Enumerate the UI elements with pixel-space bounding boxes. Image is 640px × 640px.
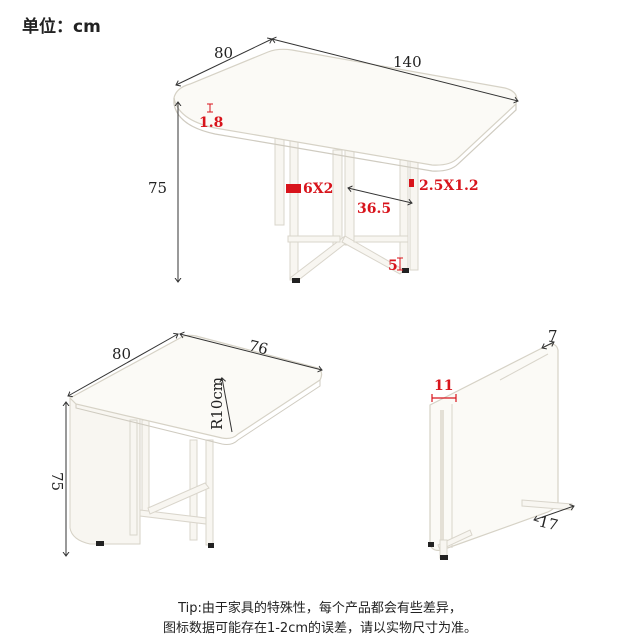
unit-label: 单位：cm — [22, 17, 101, 37]
red-markers — [207, 103, 414, 271]
top-width-label: 80 — [214, 44, 233, 62]
folded-base-label: 17 — [537, 512, 560, 534]
thickness-label: 1.8 — [199, 115, 223, 131]
top-height-label: 75 — [148, 179, 167, 197]
top-length-label: 140 — [393, 53, 422, 71]
half-table-illustration — [69, 334, 323, 548]
folded-red-marker — [431, 394, 457, 402]
half-depth-label: 76 — [247, 336, 270, 358]
folded-thickness-label: 11 — [434, 378, 453, 394]
full-table-illustration — [173, 48, 518, 283]
leg-section-a-label: 6X2 — [303, 181, 333, 197]
full-table-dimensions — [176, 39, 518, 282]
half-height-label: 75 — [48, 472, 66, 491]
folded-top-label: 7 — [548, 327, 558, 345]
radius-label: R10cm — [208, 377, 226, 430]
folded-table-dimensions — [534, 342, 574, 520]
tip-line-2: 图标数据可能存在1-2cm的误差，请以实物尺寸为准。 — [162, 621, 478, 636]
half-table-dimensions — [66, 334, 322, 556]
tip-line-1: Tip:由于家具的特殊性，每个产品都会有些差异， — [178, 601, 462, 616]
leg-spacing-label: 36.5 — [357, 201, 391, 217]
half-width-label: 80 — [112, 345, 131, 363]
leg-section-b-label: 2.5X1.2 — [419, 178, 479, 194]
foot-label: 5 — [388, 258, 398, 274]
